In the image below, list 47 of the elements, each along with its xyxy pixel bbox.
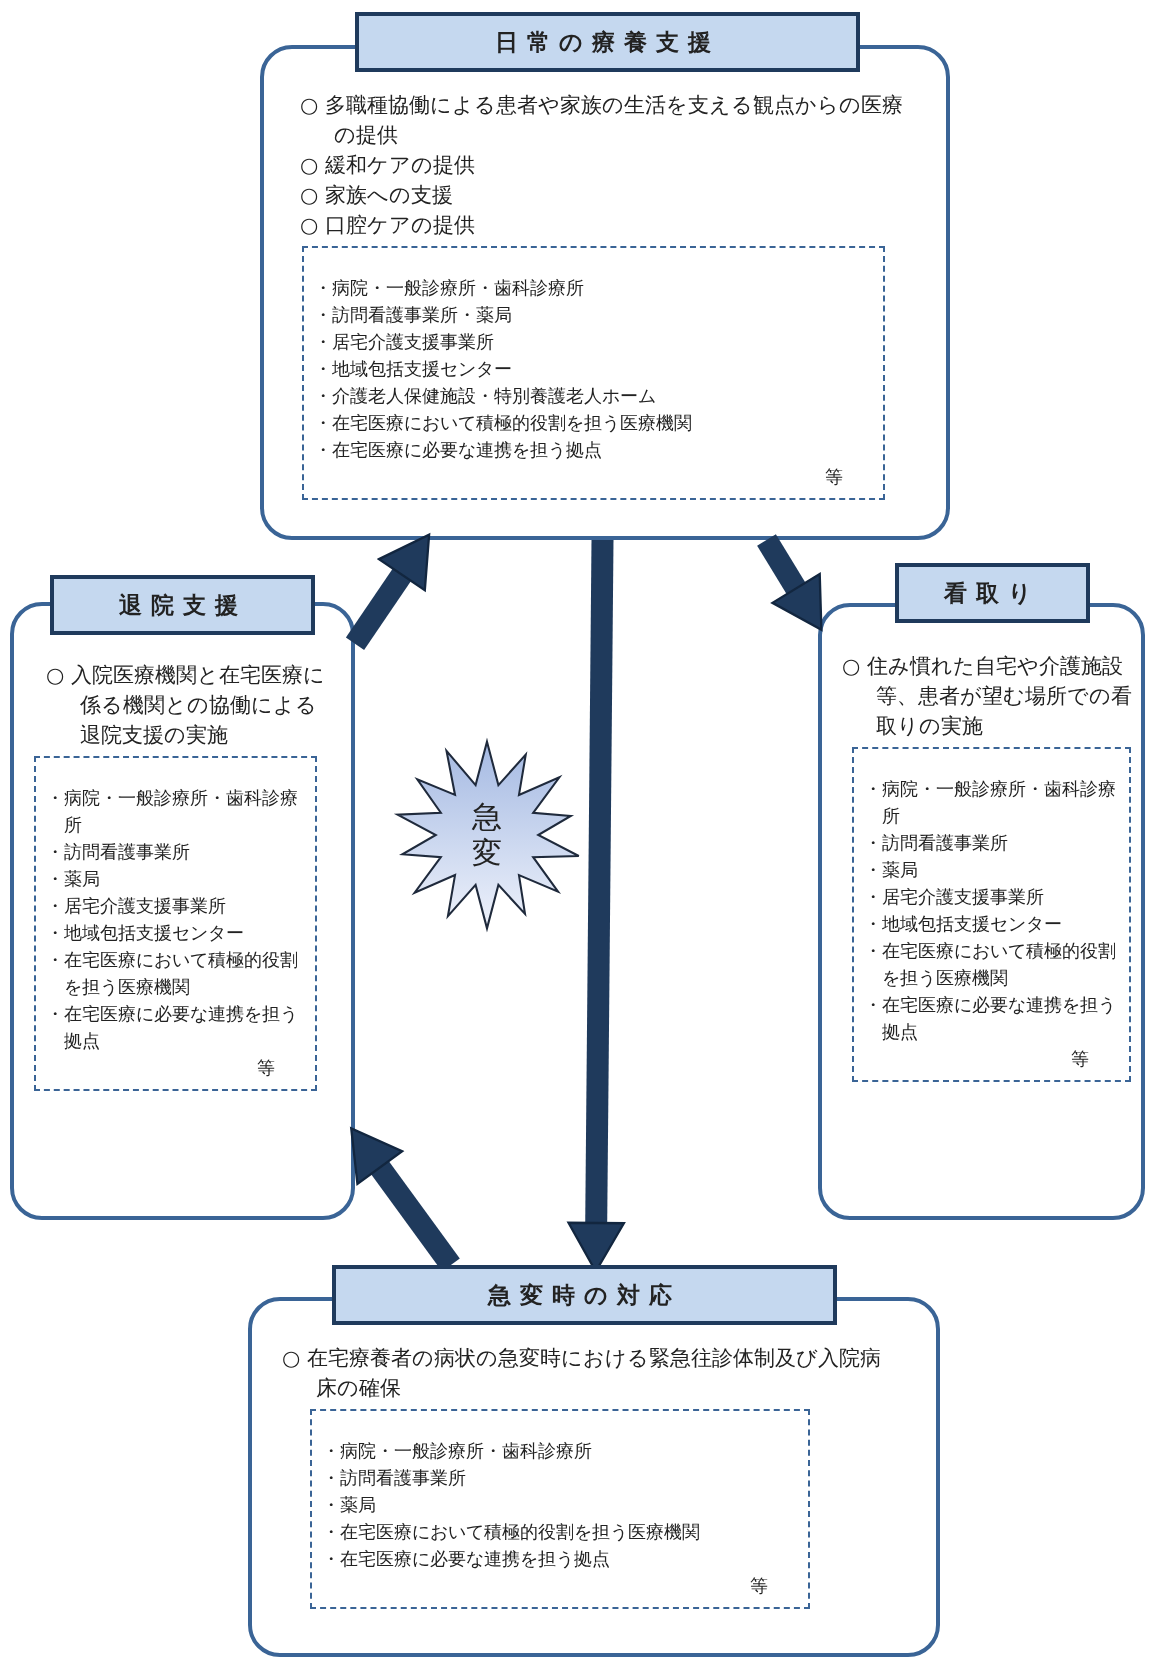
list-item: ・在宅医療において積極的役割を担う医療機関 xyxy=(314,411,693,435)
list-item: ・居宅介護支援事業所 xyxy=(314,330,495,354)
list-item: ・介護老人保健施設・特別養護老人ホーム xyxy=(314,384,657,408)
dashed-list-box xyxy=(302,246,885,500)
bullet-text: ○ 家族への支援 xyxy=(300,182,454,209)
bullet-text: ○ 緩和ケアの提供 xyxy=(300,152,476,179)
list-item: ・在宅医療に必要な連携を担う拠点 xyxy=(322,1547,611,1571)
note-text: 等 xyxy=(256,1056,276,1080)
note-text: 等 xyxy=(749,1574,769,1598)
panel-heading: 退院支援 xyxy=(50,575,315,635)
panel-heading: 看取り xyxy=(895,563,1090,623)
list-item: ・地域包括支援センター xyxy=(46,921,245,945)
list-item: ・在宅医療において積極的役割を担う医療機関 xyxy=(322,1520,701,1544)
list-item: ・病院・一般診療所・歯科診療所 xyxy=(46,786,299,837)
bullet-text: ○ 入院医療機関と在宅医療に係る機関との協働による退院支援の実施 xyxy=(46,662,326,749)
panel-heading: 日常の療養支援 xyxy=(355,12,860,72)
list-item: ・在宅医療に必要な連携を担う拠点 xyxy=(46,1002,299,1053)
list-item: ・在宅医療において積極的役割を担う医療機関 xyxy=(46,948,299,999)
list-item: ・地域包括支援センター xyxy=(864,912,1063,936)
list-item: ・病院・一般診療所・歯科診療所 xyxy=(314,276,585,300)
bullet-text: ○ 住み慣れた自宅や介護施設等、患者が望む場所での看取りの実施 xyxy=(842,653,1133,740)
list-item: ・地域包括支援センター xyxy=(314,357,513,381)
dashed-list-box xyxy=(852,747,1131,1082)
list-item: ・居宅介護支援事業所 xyxy=(864,885,1045,909)
list-item: ・病院・一般診療所・歯科診療所 xyxy=(322,1439,593,1463)
dashed-list-box xyxy=(310,1409,810,1609)
panel-heading: 急変時の対応 xyxy=(332,1265,837,1325)
list-item: ・薬局 xyxy=(46,867,101,891)
list-item: ・訪問看護事業所 xyxy=(46,840,191,864)
list-item: ・薬局 xyxy=(322,1493,377,1517)
list-item: ・在宅医療において積極的役割を担う医療機関 xyxy=(864,939,1117,990)
list-item: ・訪問看護事業所・薬局 xyxy=(314,303,513,327)
block-arrow xyxy=(345,533,431,650)
list-item: ・病院・一般診療所・歯科診療所 xyxy=(864,777,1117,828)
note-text: 等 xyxy=(824,465,844,489)
list-item: ・訪問看護事業所 xyxy=(864,831,1009,855)
list-item: ・在宅医療に必要な連携を担う拠点 xyxy=(314,438,603,462)
bullet-text: ○ 在宅療養者の病状の急変時における緊急往診体制及び入院病床の確保 xyxy=(282,1345,882,1402)
list-item: ・在宅医療に必要な連携を担う拠点 xyxy=(864,993,1117,1044)
list-item: ・居宅介護支援事業所 xyxy=(46,894,227,918)
starburst-label: 急変 xyxy=(471,799,503,871)
list-item: ・訪問看護事業所 xyxy=(322,1466,467,1490)
bullet-text: ○ 口腔ケアの提供 xyxy=(300,212,476,239)
bullet-text: ○ 多職種協働による患者や家族の生活を支える観点からの医療の提供 xyxy=(300,92,904,149)
list-item: ・薬局 xyxy=(864,858,919,882)
dashed-list-box xyxy=(34,756,317,1091)
note-text: 等 xyxy=(1070,1047,1090,1071)
